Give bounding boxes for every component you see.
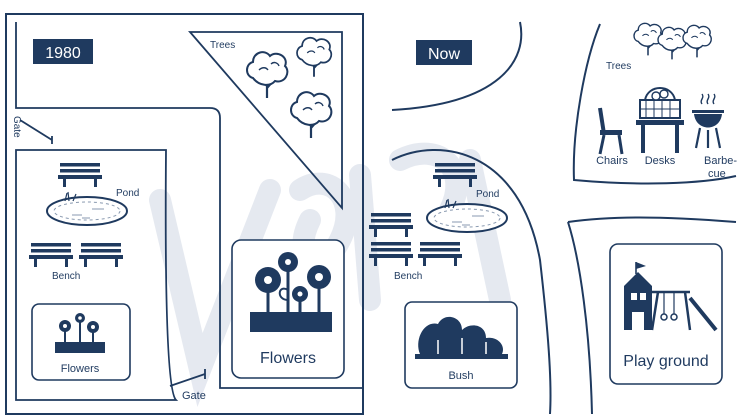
chair-icon: [598, 107, 624, 155]
gate-label-bottom: Gate: [182, 390, 206, 402]
trees-area-1980: [188, 31, 343, 211]
tree-icon: [682, 24, 713, 59]
bench-label-now: Bench: [394, 271, 422, 282]
playground-icon: [624, 262, 718, 332]
road-edge: [572, 23, 737, 185]
bush-icon: [415, 316, 508, 359]
tree-icon: [296, 36, 333, 78]
flower-icon: [55, 313, 105, 353]
bench-label-1980: Bench: [52, 271, 80, 282]
year-badge-1980: [33, 39, 93, 64]
trees-label-now: Trees: [606, 61, 631, 72]
gate-label-left: Gate: [11, 116, 22, 138]
road-edge: [567, 216, 737, 223]
tree-icon: [657, 26, 688, 61]
bench-icon: [418, 242, 462, 266]
map-1980: 1980 Trees Pond Bench Flowers: [5, 13, 364, 415]
tree-icon: [289, 91, 333, 140]
park-boundary-1980: [5, 13, 364, 415]
barbecue-icon: [692, 93, 724, 149]
picnic-basket-icon: [639, 87, 681, 119]
road-edge: [391, 149, 552, 415]
flowers-label-large: Flowers: [260, 350, 316, 367]
playground-label: Play ground: [623, 353, 708, 370]
path-edge-outer: [15, 22, 363, 389]
bush-label: Bush: [448, 370, 473, 382]
trees-label-1980: Trees: [210, 40, 235, 51]
road-edge: [567, 221, 593, 415]
chairs-label: Chairs: [596, 155, 628, 167]
bench-icon: [369, 213, 413, 237]
bench-icon: [58, 163, 102, 187]
bench-icon: [29, 243, 73, 267]
road-edge: [391, 21, 523, 111]
barbecue-label-line1: Barbe-: [704, 155, 737, 167]
year-label-now: Now: [428, 46, 460, 63]
desks-label: Desks: [645, 155, 676, 167]
gate-icon: [19, 119, 53, 144]
left-area-boundary: [15, 149, 179, 401]
map-now: Now Pond Bench Bush Trees: [369, 21, 737, 415]
pond-label-1980: Pond: [116, 188, 139, 199]
pond-icon: [46, 191, 128, 226]
year-badge-now: [416, 40, 472, 65]
year-label-1980: 1980: [45, 45, 81, 62]
pond-icon: [426, 198, 508, 233]
flower-icon: [250, 252, 332, 332]
tree-icon: [245, 51, 289, 100]
desk-icon: [636, 120, 684, 153]
barbecue-label-line2: cue: [708, 168, 726, 180]
bench-icon: [79, 243, 123, 267]
pond-label-now: Pond: [476, 189, 499, 200]
flowers-label-small: Flowers: [61, 363, 100, 375]
gate-icon: [169, 369, 206, 387]
